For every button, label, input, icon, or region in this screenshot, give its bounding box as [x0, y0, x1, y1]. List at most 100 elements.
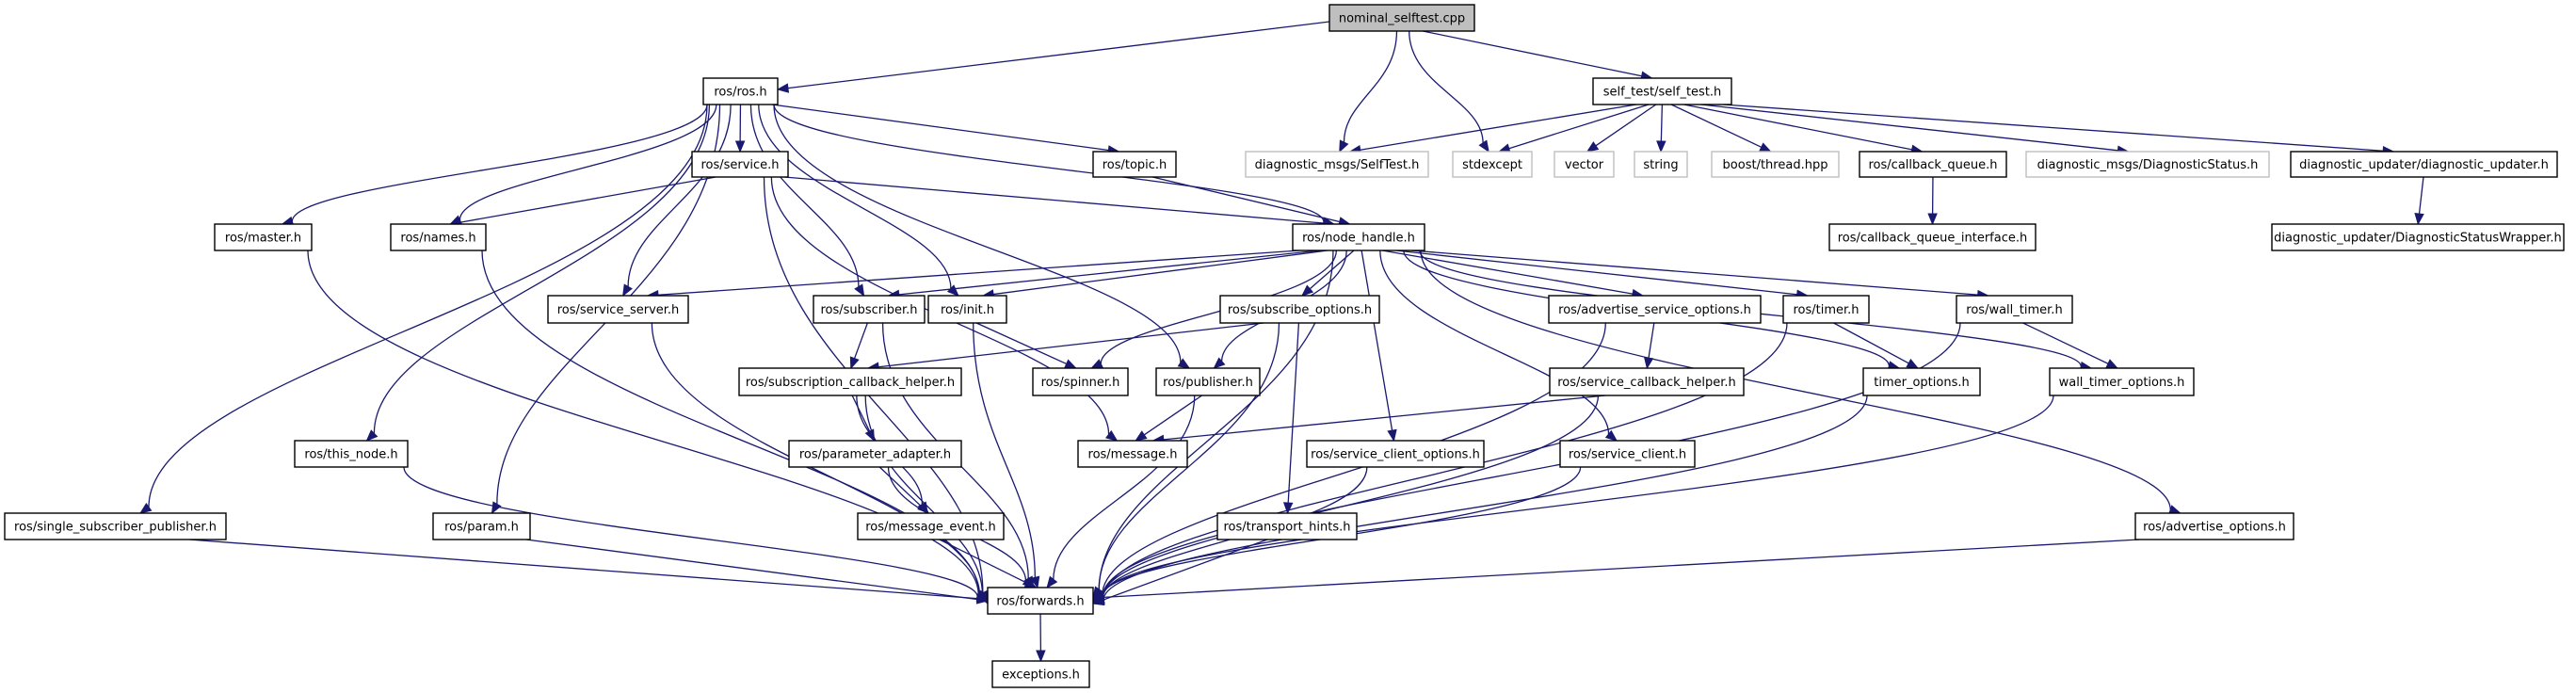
node-timer[interactable]: ros/timer.h [1782, 295, 1870, 324]
node-service-server[interactable]: ros/service_server.h [547, 295, 689, 324]
node-exceptions[interactable]: exceptions.h [991, 660, 1090, 688]
node-nominal-selftest[interactable]: nominal_selftest.cpp [1328, 4, 1475, 32]
node-this-node[interactable]: ros/this_node.h [294, 440, 409, 468]
node-label: ros/wall_timer.h [1966, 303, 2062, 317]
arrowhead-icon [2414, 212, 2424, 226]
node-srv-cb-helper[interactable]: ros/service_callback_helper.h [1549, 367, 1745, 396]
edge-line [1343, 30, 1398, 143]
node-single-sub-pub[interactable]: ros/single_subscriber_publisher.h [4, 512, 227, 540]
node-string[interactable]: string [1634, 151, 1688, 178]
node-label: diagnostic_msgs/DiagnosticStatus.h [2037, 158, 2259, 172]
edge-line [878, 466, 922, 507]
node-message[interactable]: ros/message.h [1077, 440, 1188, 468]
node-node-handle[interactable]: ros/node_handle.h [1292, 223, 1425, 251]
node-ros-ros[interactable]: ros/ros.h [702, 77, 779, 105]
arrowhead-icon [849, 356, 860, 370]
node-forwards[interactable]: ros/forwards.h [987, 587, 1094, 615]
edge-self_test-to-string [1656, 104, 1666, 153]
edge-self_test-to-diag_updater [1723, 104, 2395, 156]
node-diag-updater[interactable]: diagnostic_updater/diagnostic_updater.h [2290, 151, 2558, 178]
node-topic[interactable]: ros/topic.h [1092, 151, 1177, 178]
arrowhead-icon [1927, 213, 1938, 226]
edge-param_adapter-to-message_event [878, 466, 930, 514]
node-box [294, 440, 409, 468]
arrowhead-icon [975, 594, 990, 604]
edge-topic-to-node_handle [1151, 176, 1351, 227]
node-names[interactable]: ros/names.h [390, 223, 487, 251]
edge-self_test-to-stdexcept [1497, 104, 1650, 153]
edge-line [1833, 322, 1909, 364]
edge-node_handle-to-service_client [1379, 250, 1618, 442]
edge-nominal_selftest-to-self_test [1422, 30, 1653, 81]
node-stdexcept[interactable]: stdexcept [1452, 151, 1533, 178]
node-sub-cb-helper[interactable]: ros/subscription_callback_helper.h [738, 367, 962, 396]
node-label: ros/service_client_options.h [1311, 448, 1480, 462]
arrowhead-icon [854, 283, 865, 298]
edge-node_handle-to-advertise_options [1420, 250, 2182, 515]
edge-ros_ros-to-single_sub_pub [138, 104, 708, 514]
edge-line [1151, 176, 1340, 223]
node-adv-service-options[interactable]: ros/advertise_service_options.h [1548, 295, 1762, 324]
edge-line [1420, 250, 2171, 510]
edge-line [1683, 104, 1912, 151]
node-advertise-options[interactable]: ros/advertise_options.h [2134, 512, 2294, 540]
node-param[interactable]: ros/param.h [432, 512, 531, 540]
node-init[interactable]: ros/init.h [927, 295, 1007, 324]
node-box [1634, 151, 1688, 178]
node-label: ros/init.h [941, 303, 994, 317]
edge-line [1700, 104, 2118, 152]
arrowhead-icon [138, 503, 153, 514]
edge-ros_ros-to-service [734, 104, 746, 153]
edge-init-to-forwards [973, 322, 1040, 589]
node-subscriber[interactable]: ros/subscriber.h [813, 295, 926, 324]
edge-param-to-forwards [525, 539, 990, 604]
node-wall-timer-options[interactable]: wall_timer_options.h [2049, 367, 2195, 396]
edge-line [771, 104, 1109, 152]
node-label: ros/timer.h [1793, 303, 1859, 317]
node-label: ros/subscription_callback_helper.h [746, 376, 955, 390]
node-message-event[interactable]: ros/message_event.h [857, 512, 1005, 540]
node-wall-timer[interactable]: ros/wall_timer.h [1956, 295, 2073, 324]
node-subscribe-options[interactable]: ros/subscribe_options.h [1219, 295, 1380, 324]
node-label: ros/node_handle.h [1302, 232, 1415, 246]
node-spinner[interactable]: ros/spinner.h [1032, 367, 1129, 396]
node-label: ros/forwards.h [996, 595, 1084, 609]
edge-node_handle-to-srv_client_options [1360, 250, 1397, 443]
node-box [1554, 151, 1615, 178]
node-vector[interactable]: vector [1554, 151, 1615, 178]
node-timer-options[interactable]: timer_options.h [1862, 367, 1981, 396]
node-box [1452, 151, 1533, 178]
edges-layer [138, 21, 2424, 663]
node-param-adapter[interactable]: ros/parameter_adapter.h [788, 440, 962, 468]
edge-subscribe_options-to-transport_hints [1282, 322, 1300, 515]
node-master[interactable]: ros/master.h [214, 223, 313, 251]
node-status-wrapper[interactable]: diagnostic_updater/DiagnosticStatusWrapp… [2271, 223, 2565, 251]
arrowhead-icon [1387, 428, 1397, 443]
node-service-client[interactable]: ros/service_client.h [1559, 440, 1696, 468]
node-boost-thread[interactable]: boost/thread.hpp [1711, 151, 1840, 178]
node-label: vector [1565, 158, 1604, 172]
arrowhead-icon [1036, 650, 1046, 663]
edge-line [1648, 322, 1655, 359]
edge-line [787, 21, 1330, 89]
edge-timer_options-to-forwards [1091, 395, 1868, 606]
node-callback-queue[interactable]: ros/callback_queue.h [1859, 151, 2007, 178]
edge-line [975, 322, 1067, 365]
node-box [2271, 223, 2565, 251]
node-publisher[interactable]: ros/publisher.h [1155, 367, 1261, 396]
arrowhead-icon [1301, 284, 1314, 297]
edge-line [1422, 30, 1642, 77]
node-diag-status[interactable]: diagnostic_msgs/DiagnosticStatus.h [2025, 151, 2270, 178]
edge-line [1103, 539, 2140, 599]
node-cq-interface[interactable]: ros/callback_queue_interface.h [1828, 223, 2037, 251]
node-selftest-msg[interactable]: diagnostic_msgs/SelfTest.h [1245, 151, 1429, 178]
node-box [1559, 440, 1696, 468]
edge-line [773, 104, 1182, 363]
node-box [2049, 367, 2195, 396]
node-service[interactable]: ros/service.h [691, 151, 789, 178]
node-label: ros/spinner.h [1041, 376, 1120, 390]
edge-self_test-to-boost_thread [1670, 104, 1772, 153]
node-self-test[interactable]: self_test/self_test.h [1592, 77, 1732, 105]
node-transport-hints[interactable]: ros/transport_hints.h [1216, 512, 1358, 540]
node-srv-client-options[interactable]: ros/service_client_options.h [1306, 440, 1485, 468]
